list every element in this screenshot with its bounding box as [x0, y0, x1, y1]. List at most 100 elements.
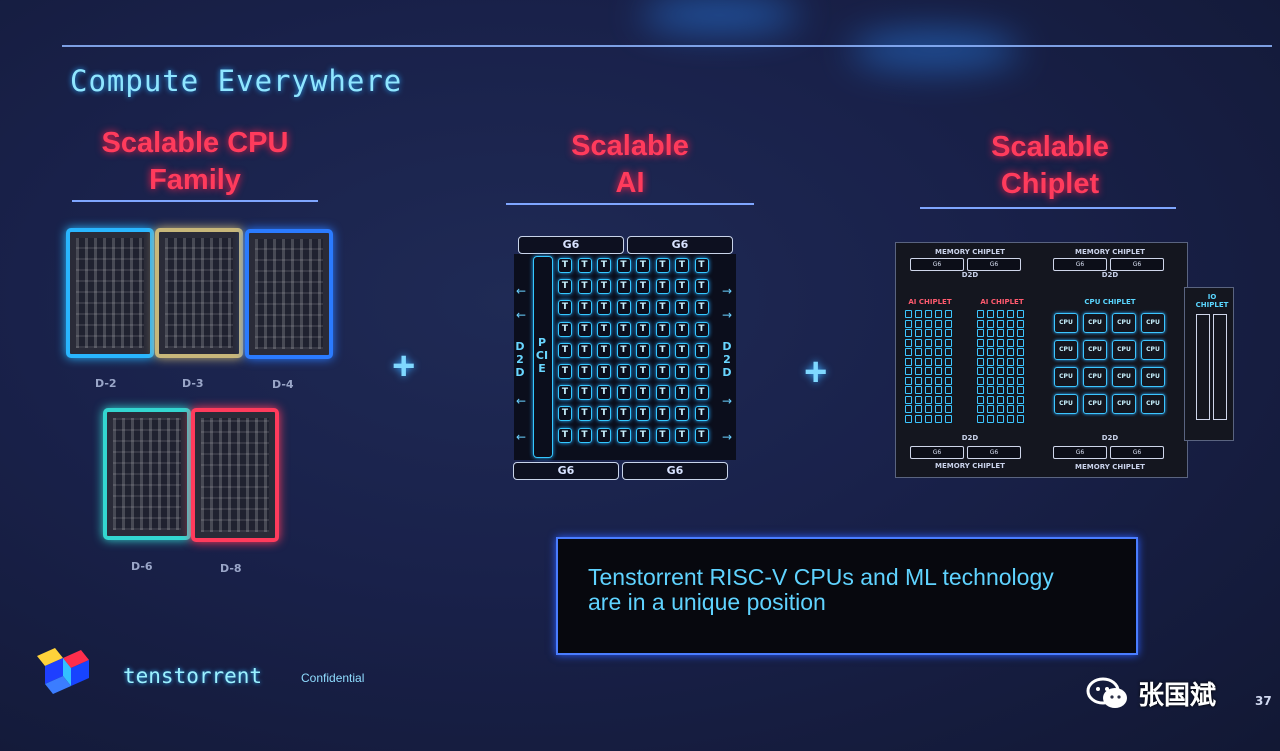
chiplet-ai-tile	[945, 414, 952, 423]
section-title-cpu: Scalable CPU Family	[70, 125, 320, 199]
section-title-chiplet: Scalable Chiplet	[930, 129, 1170, 203]
ai-tile: T	[558, 364, 572, 379]
chiplet-ai-tile	[1017, 329, 1024, 337]
chiplet-ai-tile	[1007, 414, 1014, 423]
ai-tile: T	[558, 385, 572, 401]
chiplet-ai-tile	[1017, 367, 1024, 375]
section-title-ai: Scalable AI	[520, 128, 740, 202]
ai-tile: T	[558, 300, 572, 316]
ai-chiplet-label-1: AI CHIPLET	[908, 298, 952, 306]
chiplet-ai-tile	[987, 319, 994, 328]
chiplet-cpu-core: CPU	[1054, 394, 1078, 414]
chiplet-ai-tile	[945, 329, 952, 337]
die-label-d4: D-4	[272, 378, 294, 391]
chiplet-g6: G6	[1110, 258, 1164, 271]
chiplet-package	[895, 242, 1188, 478]
ai-tile: T	[616, 364, 631, 379]
ai-tile: T	[636, 258, 650, 273]
chiplet-ai-tile	[997, 338, 1004, 347]
chiplet-ai-tile	[987, 310, 994, 318]
ai-tile: T	[616, 385, 631, 401]
die-label-d3: D-3	[182, 377, 204, 390]
chiplet-ai-tile	[905, 357, 912, 366]
ai-tile: T	[675, 321, 689, 337]
chiplet-d2d: D2D	[1101, 271, 1119, 279]
chiplet-ai-tile	[935, 348, 942, 356]
ai-tile: T	[636, 321, 650, 337]
ai-tile: T	[694, 427, 709, 443]
stage-light	[640, 0, 800, 30]
memory-chiplet-bottom-left: MEMORY CHIPLET	[935, 462, 1005, 470]
ai-tile: T	[577, 279, 592, 295]
chiplet-ai-tile	[905, 414, 912, 423]
ai-tile: T	[694, 279, 709, 295]
plus-sign-1: +	[392, 344, 416, 388]
ai-d2d-left: D2D	[515, 340, 525, 379]
ai-tile: T	[597, 300, 611, 316]
chiplet-ai-tile	[997, 319, 1004, 328]
message-line1: Tenstorrent RISC-V CPUs and ML technolog…	[588, 564, 1054, 590]
ai-tile: T	[675, 427, 689, 443]
ai-tile: T	[577, 385, 592, 401]
chiplet-cpu-core: CPU	[1054, 313, 1078, 333]
section-title-ai-line1: Scalable	[571, 130, 689, 162]
left-arrow-icon: ←	[516, 430, 527, 444]
ai-tile: T	[597, 279, 611, 295]
ai-tile: T	[675, 406, 689, 422]
ai-tile: T	[694, 258, 709, 273]
ai-tile: T	[616, 321, 631, 337]
die-d8	[191, 408, 279, 542]
chiplet-ai-tile	[915, 319, 922, 328]
chiplet-ai-tile	[935, 405, 942, 413]
chiplet-ai-tile	[997, 376, 1004, 385]
chiplet-ai-tile	[905, 376, 912, 385]
chiplet-ai-tile	[987, 357, 994, 366]
right-arrow-icon: →	[722, 394, 733, 408]
chiplet-ai-tile	[977, 395, 984, 404]
chiplet-ai-tile	[925, 376, 932, 385]
chiplet-ai-tile	[945, 310, 952, 318]
chiplet-ai-tile	[1017, 395, 1024, 404]
wechat-icon	[1086, 677, 1127, 708]
chiplet-ai-tile	[915, 405, 922, 413]
chiplet-ai-tile	[945, 348, 952, 356]
chiplet-ai-tile	[935, 329, 942, 337]
confidential-label: Confidential	[301, 671, 365, 685]
slide-title: Compute Everywhere	[70, 64, 403, 98]
ai-tile: T	[655, 385, 670, 401]
chiplet-ai-tile	[945, 386, 952, 394]
chiplet-ai-tile	[1007, 310, 1014, 318]
chiplet-ai-tile	[905, 386, 912, 394]
chiplet-ai-tile	[1007, 367, 1014, 375]
die-d4	[245, 229, 333, 359]
chiplet-ai-tile	[1017, 414, 1024, 423]
chiplet-ai-tile	[987, 376, 994, 385]
ai-tile: T	[655, 406, 670, 422]
ai-tile: T	[675, 364, 689, 379]
ai-tile: T	[636, 342, 650, 358]
ai-tile: T	[616, 427, 631, 443]
chiplet-ai-tile	[905, 329, 912, 337]
chiplet-ai-tile	[945, 338, 952, 347]
chiplet-ai-tile	[915, 338, 922, 347]
chiplet-ai-tile	[977, 367, 984, 375]
brand-name: tenstorrent	[123, 664, 263, 688]
chiplet-cpu-core: CPU	[1112, 394, 1136, 414]
chiplet-ai-tile	[925, 310, 932, 318]
chiplet-ai-tile	[945, 367, 952, 375]
chiplet-ai-tile	[1007, 395, 1014, 404]
chiplet-ai-tile	[925, 367, 932, 375]
ai-tile: T	[616, 258, 631, 273]
stage-light	[850, 30, 1020, 70]
chiplet-ai-tile	[915, 386, 922, 394]
ai-tile: T	[636, 300, 650, 316]
io-chiplet-label: IO CHIPLET	[1195, 293, 1229, 309]
section-title-cpu-line2: Family	[149, 164, 241, 196]
chiplet-ai-tile	[935, 310, 942, 318]
ai-tile: T	[694, 321, 709, 337]
chiplet-ai-tile	[987, 329, 994, 337]
ai-tile: T	[694, 300, 709, 316]
chiplet-ai-tile	[977, 329, 984, 337]
ai-tile: T	[636, 427, 650, 443]
chiplet-ai-tile	[925, 329, 932, 337]
